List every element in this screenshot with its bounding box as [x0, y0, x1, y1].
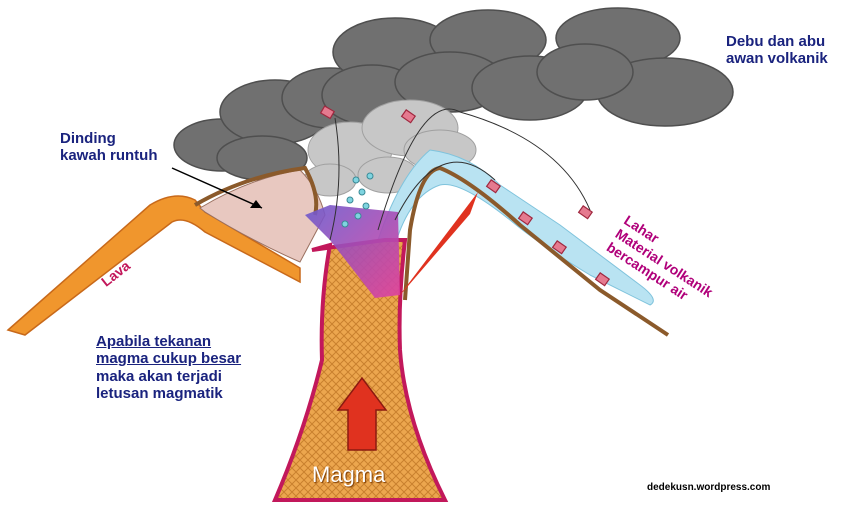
dust-ash-cloud-line: awan volkanik [726, 50, 828, 68]
crater-wall-label: Dinding kawah runtuh [60, 130, 158, 165]
explanation-line: magma cukup besar [96, 350, 242, 368]
left-crater-rim [193, 165, 319, 216]
hot-debris [396, 192, 478, 300]
magma-conduit [271, 238, 449, 502]
crater-wall-pointer [171, 167, 263, 209]
lava-flow [6, 195, 301, 336]
ejecta-trajectories [329, 108, 591, 241]
explanation-line: letusan magmatik [96, 384, 223, 402]
credit-watermark: dedekusn.wordpress.com [647, 482, 771, 493]
collapsed-crater [199, 169, 326, 263]
dust-ash-cloud-label: Debu dan abu awan volkanik [726, 33, 828, 68]
ash-cloud-light [303, 99, 477, 197]
volcanic-bombs [319, 105, 611, 287]
ash-cloud [173, 7, 734, 181]
dust-ash-cloud-line: Debu dan abu [726, 33, 826, 50]
magma-label: Magma [312, 462, 386, 487]
explanation-line: maka akan terjadi [96, 367, 222, 385]
magma-rising-arrow [336, 376, 388, 451]
explanation-line: Apabila tekanan [96, 333, 212, 350]
crater-wall-line: kawah runtuh [60, 147, 158, 165]
lahar-flow [377, 149, 654, 306]
crater-wall-line: Dinding [60, 130, 116, 147]
ejecta-particles [341, 172, 374, 228]
right-slope [403, 165, 670, 337]
vent [305, 205, 400, 298]
eruption-explanation: Apabila tekanan magma cukup besar maka a… [96, 333, 241, 402]
